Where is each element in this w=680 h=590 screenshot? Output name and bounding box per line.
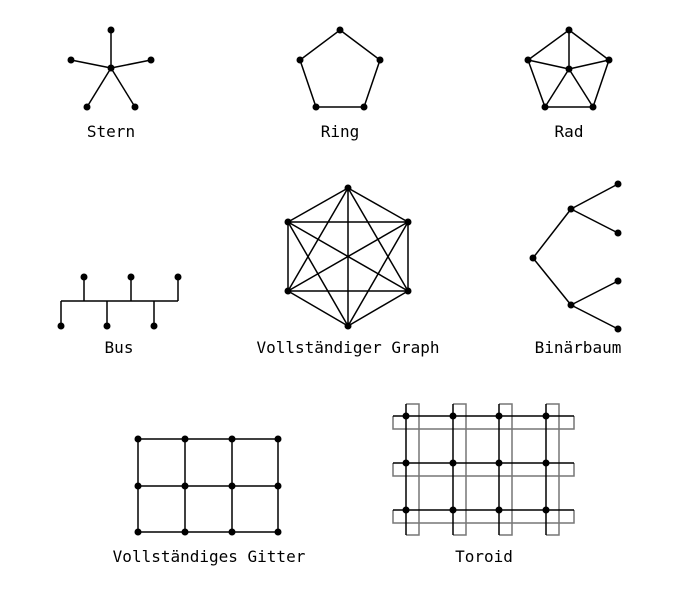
label-vollstaendiges-gitter: Vollständiges Gitter: [113, 547, 306, 566]
torus-topology: Toroid: [392, 403, 575, 566]
ring-topology: Ring: [296, 26, 384, 141]
label-ring: Ring: [321, 122, 360, 141]
wheel-topology: Rad: [524, 26, 613, 141]
label-stern: Stern: [87, 122, 135, 141]
bus-topology: Bus: [57, 273, 182, 357]
star-topology: Stern: [67, 26, 155, 141]
label-bus: Bus: [105, 338, 134, 357]
full-grid-topology: Vollständiges Gitter: [113, 435, 306, 566]
label-toroid: Toroid: [455, 547, 513, 566]
complete-graph-topology: Vollständiger Graph: [256, 184, 440, 357]
label-rad: Rad: [555, 122, 584, 141]
label-binaerbaum: Binärbaum: [535, 338, 622, 357]
label-vollstaendiger-graph: Vollständiger Graph: [256, 338, 439, 357]
binary-tree-topology: Binärbaum: [529, 180, 622, 357]
